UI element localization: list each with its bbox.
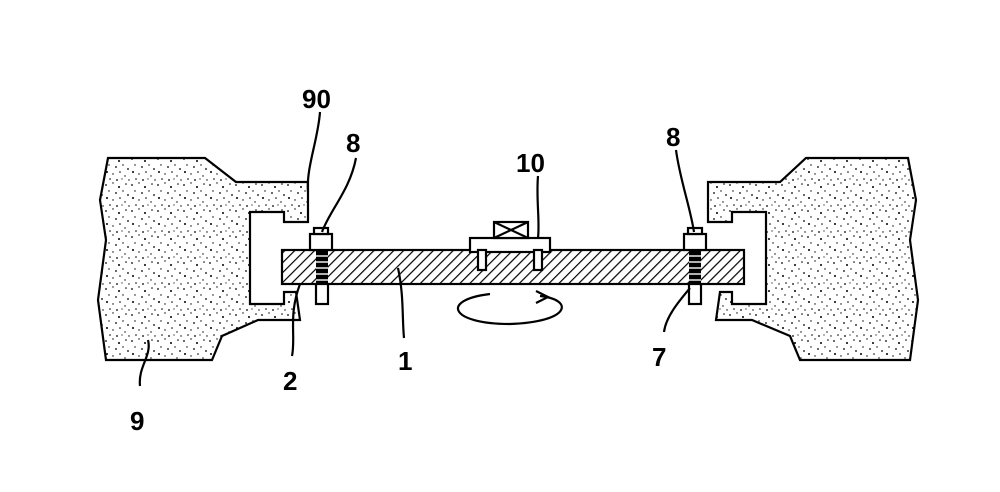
label-1: 1	[398, 346, 412, 376]
label-90: 90	[302, 84, 331, 114]
leader-7	[664, 288, 690, 332]
label-8-left: 8	[346, 128, 360, 158]
rotation-arrow-icon	[458, 291, 562, 324]
label-9: 9	[130, 406, 144, 436]
label-8-right: 8	[666, 122, 680, 152]
leader-8-right	[676, 150, 694, 232]
leader-8-left	[322, 158, 356, 232]
leader-90	[308, 112, 320, 192]
leader-10	[537, 176, 538, 238]
label-10: 10	[516, 148, 545, 178]
label-7: 7	[652, 342, 666, 372]
plate	[282, 250, 744, 284]
label-2: 2	[283, 366, 297, 396]
left-wall	[98, 158, 308, 360]
